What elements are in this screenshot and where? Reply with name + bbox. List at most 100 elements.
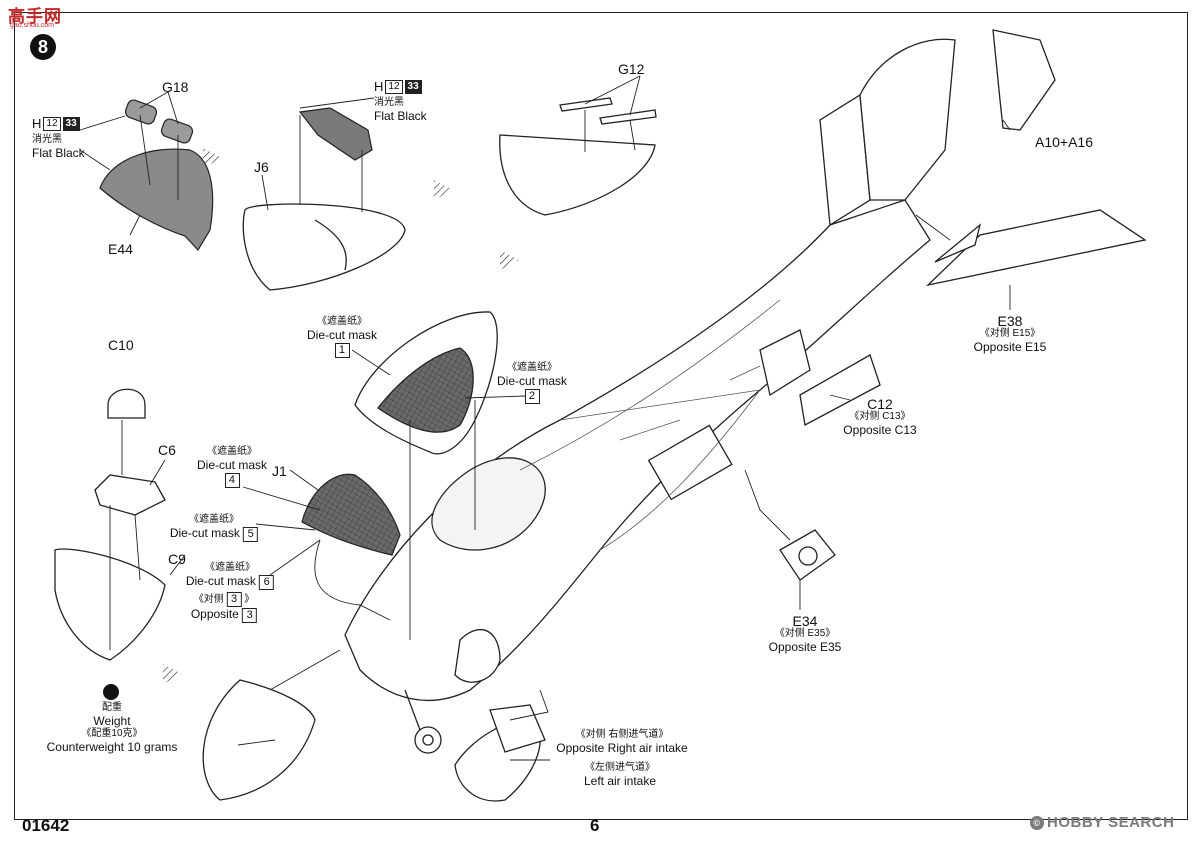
exhaust-nozzle-part xyxy=(779,529,836,581)
mask-number: 1 xyxy=(334,343,350,358)
part-label-e38: E38 xyxy=(997,313,1023,329)
right-intake-label: Opposite Right air intake xyxy=(556,741,688,755)
part-label-e34: E34 xyxy=(792,613,818,629)
paint-code-number: 12 xyxy=(385,80,403,94)
site-logo: 高手网 xyxy=(8,7,62,26)
mask-number: 2 xyxy=(524,389,540,404)
leader-lines xyxy=(79,75,1011,761)
opposite-label: Opposite xyxy=(190,607,239,621)
canopy-hood xyxy=(354,311,498,455)
paint-name-cn: 消光黑 xyxy=(32,134,62,145)
opposite-label-cn: 《对侧 C13》 xyxy=(849,411,911,422)
part-label-c9: C9 xyxy=(168,551,186,567)
windscreen-j1 xyxy=(301,473,401,556)
weight-label: Weight xyxy=(93,714,131,728)
aircraft-panel-lines xyxy=(519,299,781,551)
opposite-label: Opposite E15 xyxy=(973,340,1047,354)
cockpit-tub-e44 xyxy=(99,148,214,251)
opposite-label-cn-close: 》 xyxy=(244,594,255,605)
opposite-label-cn: 《对侧 E15》 xyxy=(979,328,1041,339)
paint-name-en: Flat Black xyxy=(374,109,427,123)
mask-callout-2: 《遮盖纸》 Die-cut mask 2 xyxy=(497,362,567,404)
weight-label-cn: 配重 xyxy=(101,702,122,713)
mask-callout-5: 《遮盖纸》 Die-cut mask 5 xyxy=(169,514,259,542)
paint-code-number-dark: 33 xyxy=(62,117,80,131)
watermark-text: HOBBY SEARCH xyxy=(1047,814,1175,831)
part-label-g12: G12 xyxy=(618,61,645,77)
callout-e38: E38 《对侧 E15》 Opposite E15 xyxy=(974,314,1047,354)
opposite-label-cn: 《对侧 E35》 xyxy=(774,628,836,639)
paint-code: H xyxy=(374,79,384,94)
opposite-label-cn: 《对侧 xyxy=(193,594,224,605)
mask-callout-4: 《遮盖纸》 Die-cut mask 4 xyxy=(197,446,267,488)
right-intake-label-cn: 《对侧 右侧进气道》 xyxy=(575,729,669,740)
airbrake-part xyxy=(799,354,881,426)
mask-label: Die-cut mask xyxy=(496,374,568,388)
paint-name-cn: 消光黑 xyxy=(374,97,404,108)
mask-number: 3 xyxy=(242,608,258,623)
left-intake-callout: 《左侧进气道》 Left air intake xyxy=(584,762,656,788)
part-label-c12: C12 xyxy=(867,396,893,412)
mask-callout-6: 《遮盖纸》 Die-cut mask 6 xyxy=(185,562,275,590)
watermark: ©HOBBY SEARCH xyxy=(1030,814,1174,831)
part-label-c10: C10 xyxy=(108,337,134,353)
mask-label-cn: 《遮盖纸》 xyxy=(188,514,239,525)
headrest-parts xyxy=(124,99,194,144)
direction-arrow-hatch xyxy=(163,148,519,684)
c6-part xyxy=(94,474,166,516)
mask-label: Die-cut mask xyxy=(169,526,240,540)
c10-part xyxy=(107,388,146,419)
opposite-label: Opposite E35 xyxy=(768,640,842,654)
coaming-part xyxy=(298,107,373,161)
mask-label-cn: 《遮盖纸》 xyxy=(506,362,557,373)
left-intake-label-cn: 《左侧进气道》 xyxy=(584,762,655,773)
part-label-c6: C6 xyxy=(158,442,176,458)
part-label-g18: G18 xyxy=(162,79,189,95)
weight-icon xyxy=(103,684,119,700)
mask-label-cn: 《遮盖纸》 xyxy=(316,316,367,327)
weight-callout: 配重 Weight 《配重10克》 Counterweight 10 grams xyxy=(47,702,178,754)
part-label-a10-a16: A10+A16 xyxy=(1035,134,1093,150)
counterweight-label: Counterweight 10 grams xyxy=(46,740,178,754)
mask-label-cn: 《遮盖纸》 xyxy=(204,562,255,573)
mask-number: 4 xyxy=(224,473,240,488)
part-label-e44: E44 xyxy=(108,241,133,257)
mask-label: Die-cut mask xyxy=(196,458,268,472)
rudder-part xyxy=(992,29,1056,131)
right-intake-callout: 《对侧 右侧进气道》 Opposite Right air intake xyxy=(556,729,687,755)
mask-label-cn: 《遮盖纸》 xyxy=(206,446,257,457)
mask-callout-1: 《遮盖纸》 Die-cut mask 1 xyxy=(307,316,377,358)
callout-c12: C12 《对侧 C13》 Opposite C13 xyxy=(843,397,916,437)
part-label-j6: J6 xyxy=(254,159,269,175)
paint-code: H xyxy=(32,116,42,131)
paint-code-number: 12 xyxy=(43,117,61,131)
paint-name-en: Flat Black xyxy=(32,146,85,160)
part-label-j1: J1 xyxy=(272,463,287,479)
mask-number: 5 xyxy=(243,527,259,542)
mask-label: Die-cut mask xyxy=(185,574,256,588)
page-number: 6 xyxy=(590,816,600,835)
mask-number: 3 xyxy=(226,592,242,607)
callout-e34: E34 《对侧 E35》 Opposite E35 xyxy=(769,614,842,654)
mask-label: Die-cut mask xyxy=(306,328,378,342)
instruction-page-frame xyxy=(14,12,1188,820)
opposite-label: Opposite C13 xyxy=(843,423,917,437)
counterweight-label-cn: 《配重10克》 xyxy=(81,728,143,739)
canopy-section-g12 xyxy=(499,97,657,216)
site-logo-subtitle: gao.shou.com xyxy=(10,22,54,29)
intake-parts xyxy=(454,704,546,802)
nose-cone-j6 xyxy=(242,203,406,291)
paint-code-number-dark: 33 xyxy=(404,80,422,94)
left-intake-label: Left air intake xyxy=(583,774,657,788)
step-number-badge: 8 xyxy=(30,34,56,60)
nose-cone-weight xyxy=(202,679,316,801)
aircraft-fuselage xyxy=(344,38,956,754)
mask-callout-opposite-3: 《对侧 3 》 Opposite 3 xyxy=(190,592,258,623)
watermark-mark: © xyxy=(1030,816,1044,831)
mask-number: 6 xyxy=(259,575,275,590)
